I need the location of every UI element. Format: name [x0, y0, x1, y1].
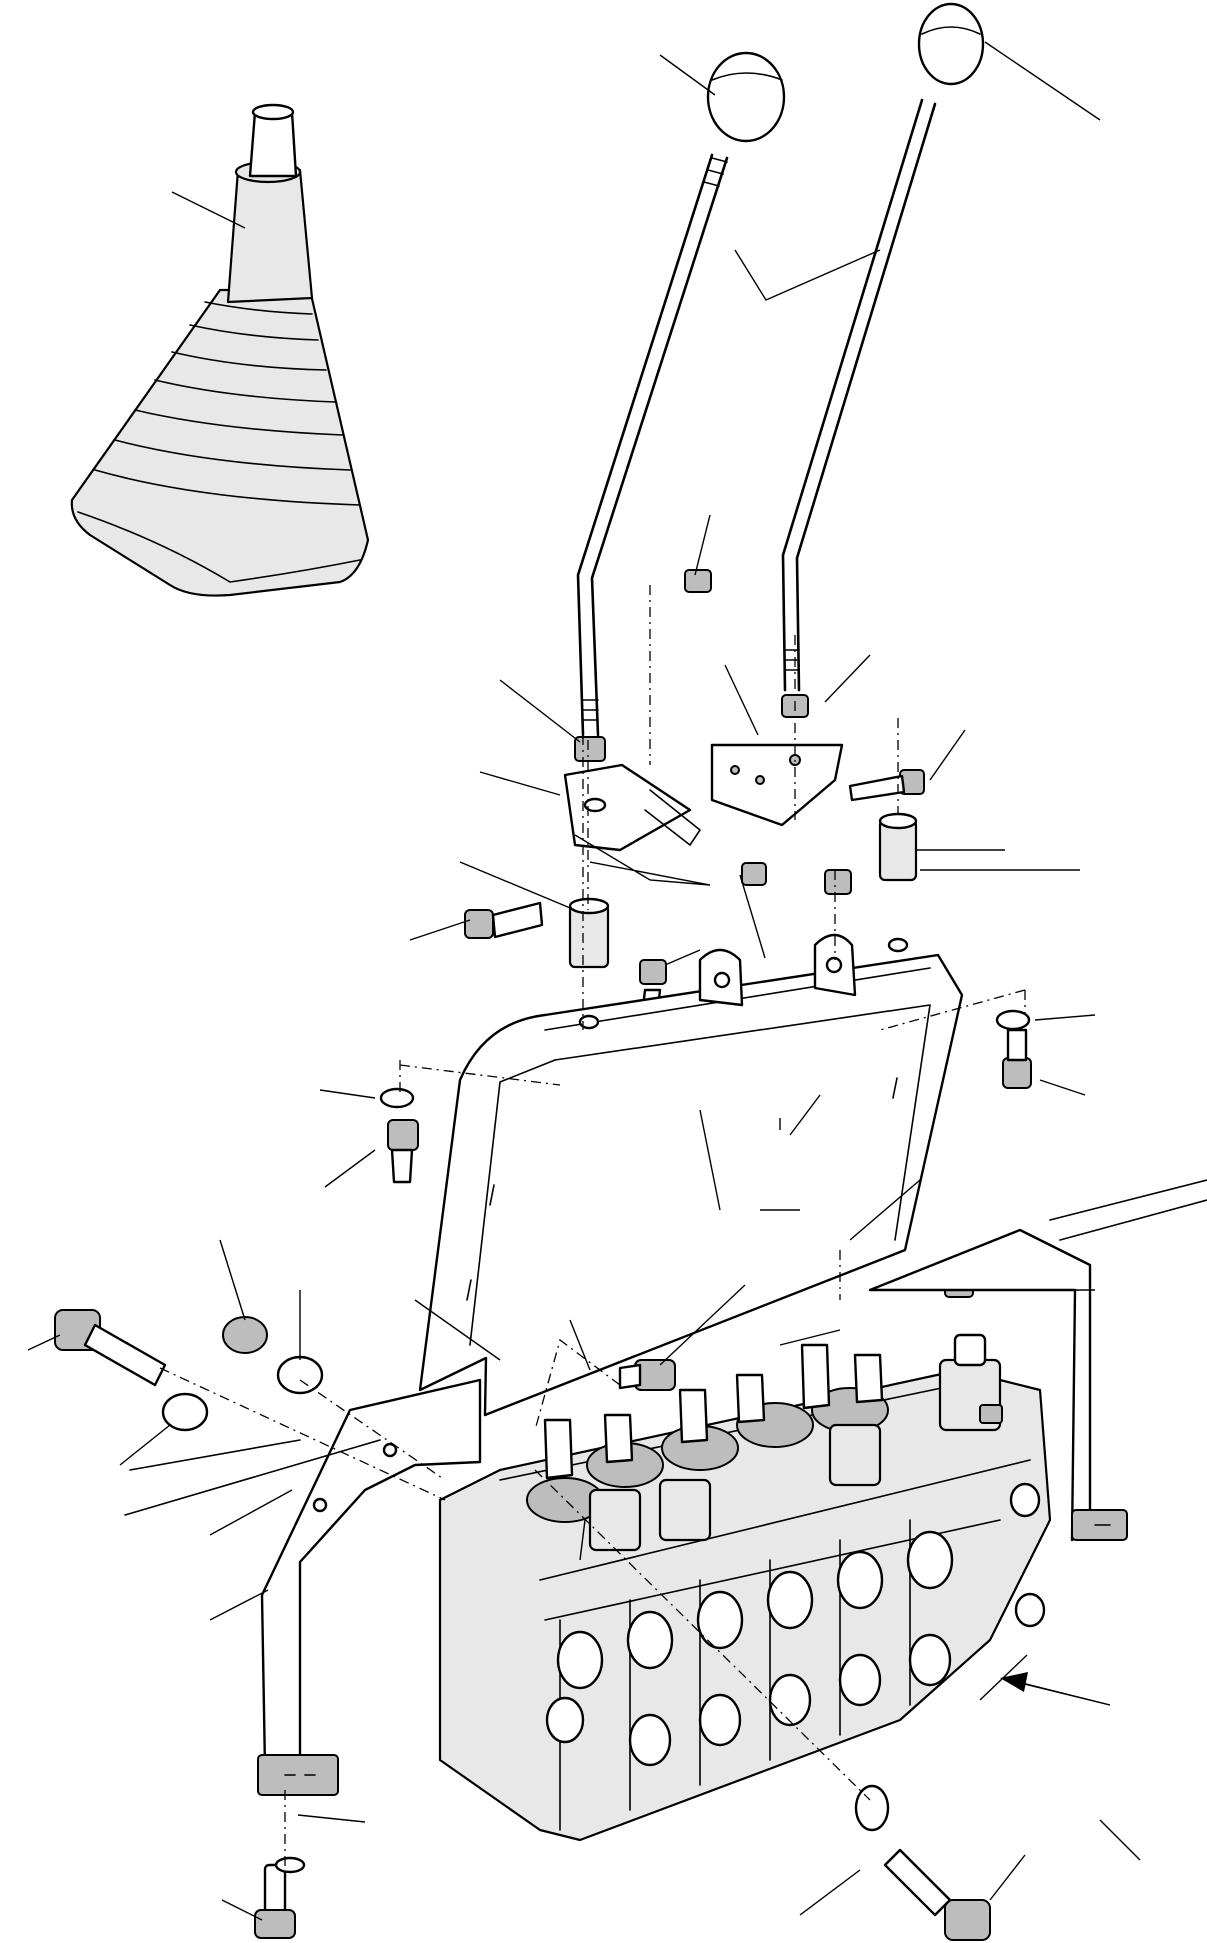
valve-ports — [545, 1482, 1046, 1767]
leader-lines — [27, 41, 1141, 1921]
direction-arrow — [1000, 1672, 1111, 1706]
control-lever-left — [576, 153, 729, 737]
background-lines — [124, 1179, 1207, 1516]
spacers-and-washers — [161, 1316, 890, 1874]
control-lever-right — [781, 98, 937, 692]
solenoid-unit — [938, 1333, 1003, 1432]
mounting-frame — [418, 933, 964, 1417]
control-valve-block — [438, 1333, 1052, 1842]
control-knob-left — [706, 51, 786, 143]
rubber-gaiter — [70, 103, 370, 597]
clevis-blocks — [568, 812, 918, 969]
control-knob-right — [917, 2, 985, 86]
valve-spools — [526, 1343, 889, 1552]
assembly-center-lines — [159, 585, 1026, 1880]
lever-bracket-right — [710, 743, 844, 827]
lever-bracket-left — [563, 763, 701, 852]
